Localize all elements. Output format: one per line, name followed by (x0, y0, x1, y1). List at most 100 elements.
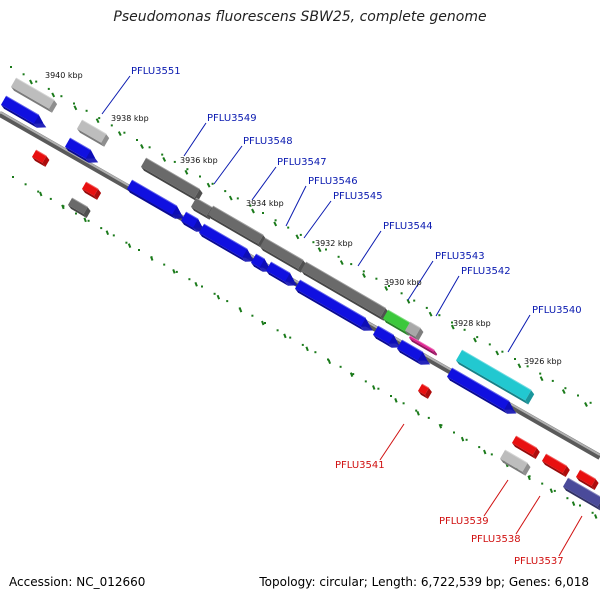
gene-label-pflu3545[interactable]: PFLU3545 (333, 191, 383, 202)
track-dot (551, 379, 554, 382)
cds-pflu3543[interactable] (373, 325, 401, 348)
gene-stripe-magenta[interactable] (409, 335, 438, 356)
track-dot (314, 351, 317, 354)
gene-pflu3551[interactable] (11, 77, 58, 113)
gene-label-pflu3538[interactable]: PFLU3538 (471, 534, 521, 545)
ruler-tick (584, 402, 588, 407)
cds-pflu3550-end-face (85, 150, 99, 163)
cds-rev-2-highlight (85, 181, 99, 190)
cds-pflu3538-red[interactable] (542, 453, 570, 477)
cds-pflu3542[interactable] (397, 339, 431, 365)
gene-gray-4[interactable] (260, 237, 307, 273)
track-dot (60, 95, 63, 98)
ruler-tick (372, 385, 376, 390)
gene-pflu3539-light[interactable] (500, 449, 531, 476)
gene-gray-3-face (208, 206, 264, 244)
track-dot (138, 249, 140, 251)
gene-label-pflu3543[interactable]: PFLU3543 (435, 251, 485, 262)
cds-pflu3538-red-highlight (545, 453, 568, 467)
gene-label-pflu3551[interactable]: PFLU3551 (131, 66, 181, 77)
cds-pflu3541-end-face (424, 388, 432, 399)
gene-label-pflu3549[interactable]: PFLU3549 (207, 113, 257, 124)
cds-pflu3539-red-face (512, 436, 537, 455)
gene-label-pflu3544[interactable]: PFLU3544 (383, 221, 433, 232)
track-dot (577, 394, 579, 397)
track-dot (85, 109, 88, 112)
cds-pflu3550[interactable] (65, 137, 99, 163)
track-dot (199, 175, 201, 178)
ruler-tick (206, 182, 211, 188)
gene-gray-2-shadow-face (191, 206, 210, 220)
label-leader-lines (101, 75, 583, 557)
gene-pflu3540-cyan[interactable] (456, 349, 535, 405)
gene-label-pflu3542[interactable]: PFLU3542 (461, 266, 511, 277)
ruler-label-3940: 3940 kbp (45, 71, 83, 80)
cds-red-edge[interactable] (576, 469, 599, 490)
track-dot (251, 314, 254, 317)
leader-line (183, 122, 207, 157)
gene-pflu3537-navy[interactable] (563, 477, 600, 511)
leader-line (515, 495, 541, 535)
ruler-tick (483, 449, 487, 455)
leader-line (558, 515, 583, 557)
cds-pflu3547[interactable] (199, 223, 255, 262)
gene-gray-3[interactable] (208, 205, 267, 248)
ruler-tick (527, 475, 531, 481)
track-dot (591, 511, 594, 514)
gene-gray-1-highlight (145, 157, 200, 190)
gene-gray-5[interactable] (301, 261, 389, 321)
gene-features[interactable] (1, 77, 600, 511)
cds-pflu3544[interactable] (295, 279, 374, 331)
cds-pflu3548-shadow-face (181, 220, 197, 232)
gene-gray-3-highlight (212, 205, 264, 236)
ruler-tick (428, 311, 433, 317)
gene-label-pflu3541[interactable]: PFLU3541 (335, 460, 385, 471)
cds-pflu3539-red[interactable] (512, 435, 540, 459)
gene-pflu3537-navy-highlight (567, 477, 600, 498)
ruler-tick (384, 285, 389, 291)
ruler-tick (305, 346, 309, 352)
cds-pflu3540[interactable] (447, 367, 517, 414)
track-dot (553, 489, 556, 492)
ruler-tick (251, 208, 255, 214)
cds-pflu3549-highlight (131, 179, 178, 207)
ruler-tick (438, 423, 443, 429)
track-dot (226, 300, 229, 303)
cds-pflu3552[interactable] (1, 95, 47, 128)
gene-pflu3550-highlight (81, 119, 107, 135)
gene-label-pflu3537[interactable]: PFLU3537 (514, 556, 564, 567)
gene-label-pflu3546[interactable]: PFLU3546 (308, 176, 358, 187)
track-dot (564, 387, 567, 390)
ruler-label-3926: 3926 kbp (524, 357, 562, 366)
track-dot (415, 409, 418, 412)
cds-pflu3545[interactable] (266, 261, 298, 286)
ruler-tick (273, 221, 278, 227)
cds-pflu3545-end-face (285, 273, 298, 286)
gene-label-pflu3539[interactable]: PFLU3539 (439, 516, 489, 527)
gene-label-pflu3548[interactable]: PFLU3548 (243, 136, 293, 147)
gene-pflu3540-cyan-highlight (461, 349, 532, 391)
gene-small-gray-end-face (415, 328, 424, 341)
cds-rev-2-shadow-face (82, 188, 98, 200)
gene-gray-small[interactable] (68, 197, 91, 218)
leader-line (507, 314, 531, 353)
leader-line (285, 185, 307, 227)
ruler-tick (105, 230, 110, 236)
track-dot (526, 365, 529, 368)
cds-pflu3549[interactable] (127, 179, 185, 219)
track-dot (476, 336, 479, 339)
track-dot (352, 373, 355, 376)
cds-pflu3541[interactable] (418, 383, 432, 399)
gene-label-pflu3547[interactable]: PFLU3547 (277, 157, 327, 168)
track-dot (427, 416, 430, 419)
cds-rev-2[interactable] (82, 181, 102, 200)
gene-pflu3537-navy-shadow-face (563, 486, 600, 511)
cds-rev-1[interactable] (32, 149, 50, 167)
track-dot (112, 234, 115, 237)
gene-small-gray[interactable] (405, 321, 424, 341)
gene-label-pflu3540[interactable]: PFLU3540 (532, 305, 582, 316)
gene-pflu3540-cyan-face (456, 350, 532, 401)
gene-pflu3550[interactable] (77, 119, 110, 147)
gene-gray-4-shadow-face (260, 246, 301, 273)
